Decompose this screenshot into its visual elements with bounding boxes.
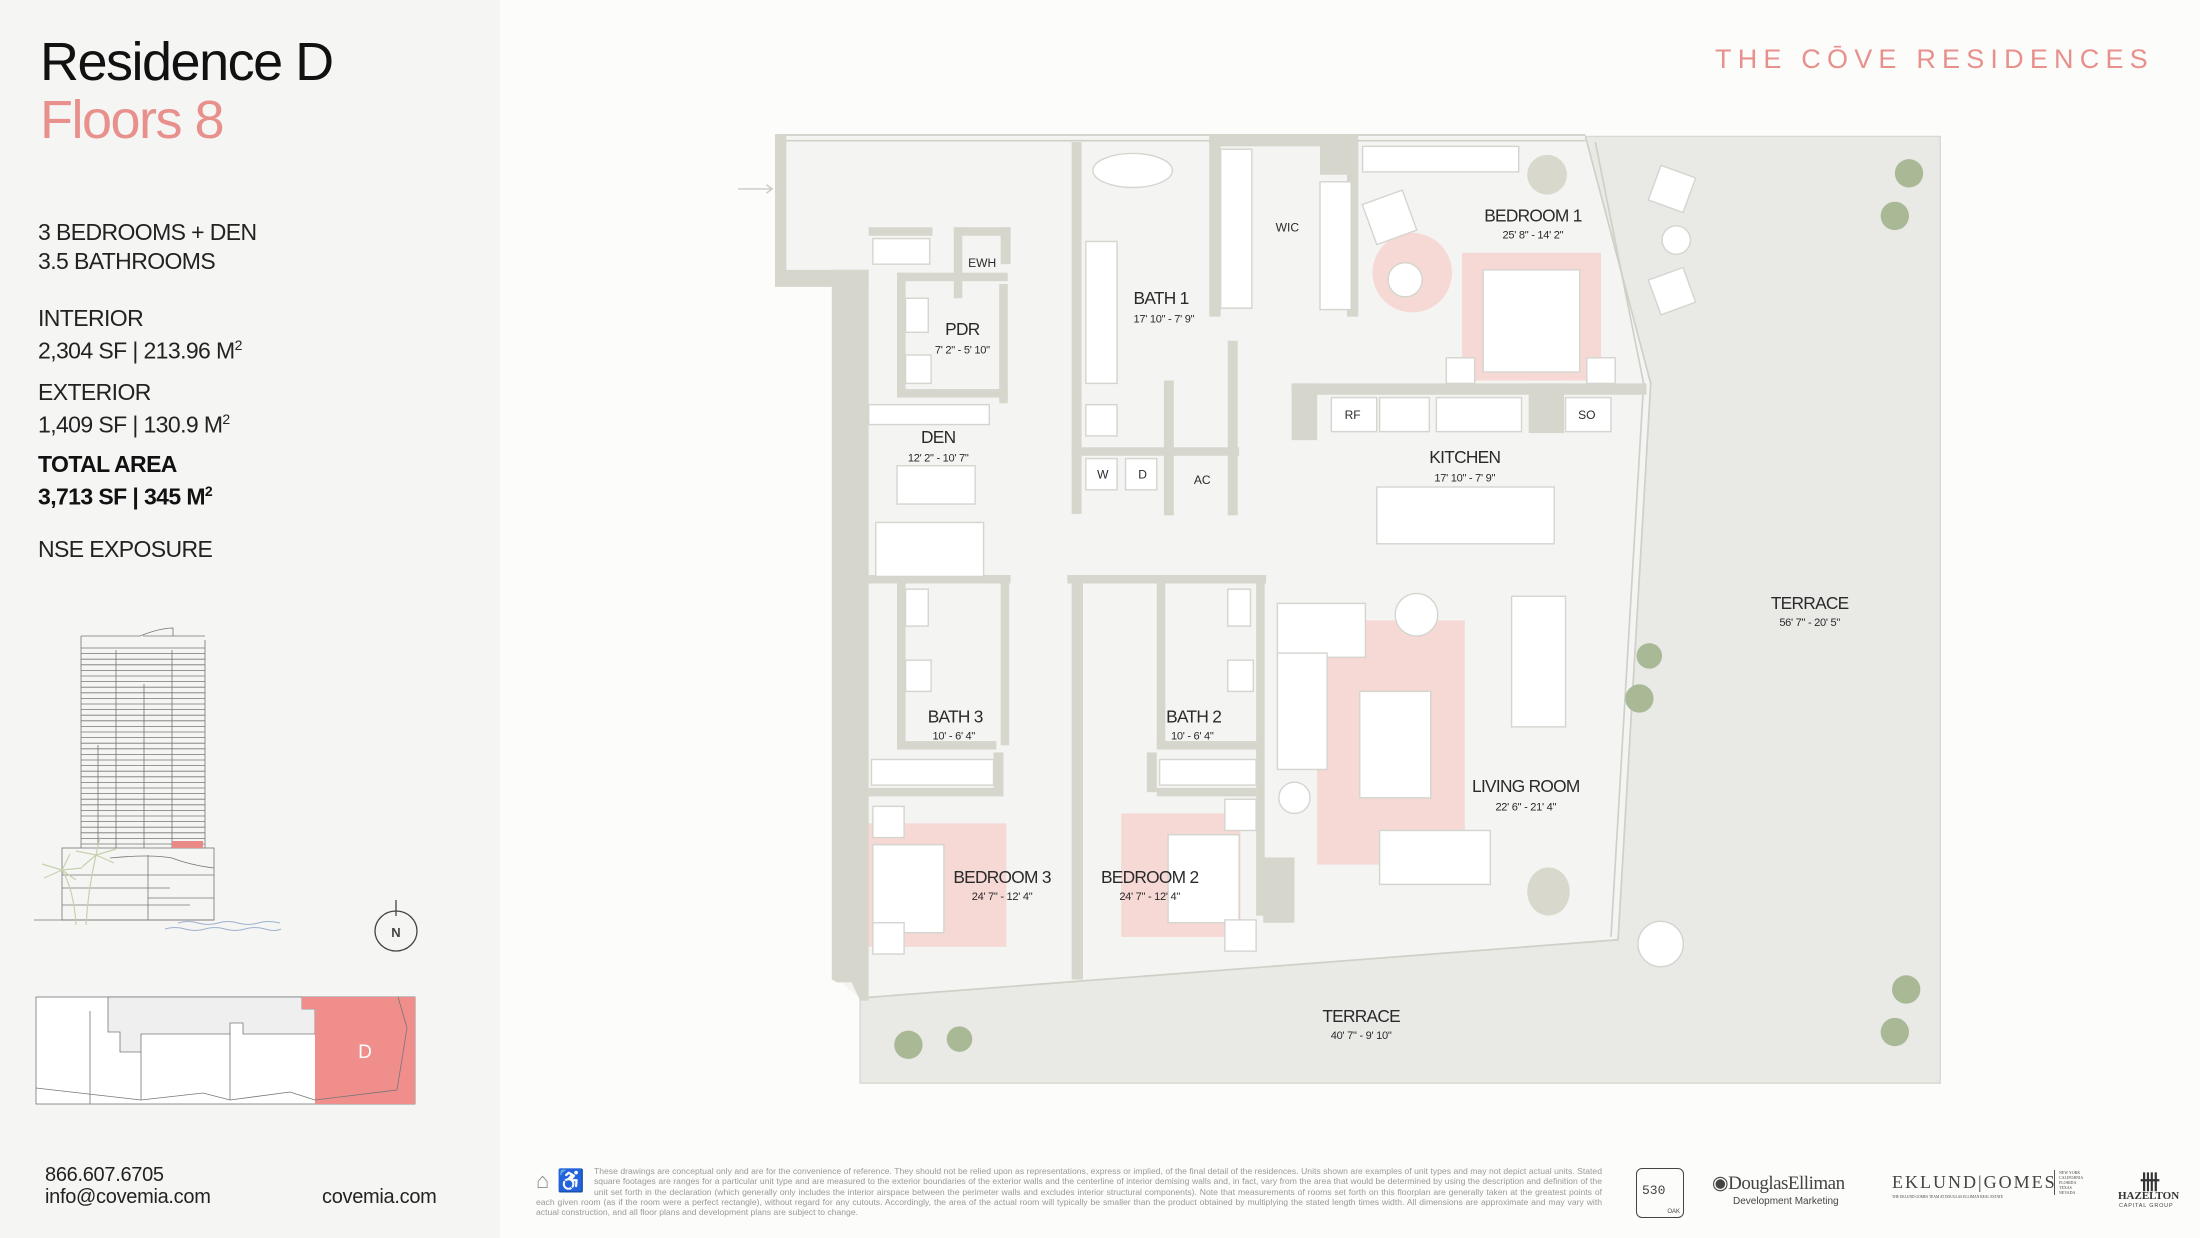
svg-text:BATH 2: BATH 2 [1166,707,1221,727]
svg-text:BATH 3: BATH 3 [928,707,983,727]
bathrooms-text: 3.5 BATHROOMS [38,248,216,274]
svg-text:40' 7" - 9' 10": 40' 7" - 9' 10" [1331,1030,1392,1042]
exposure-text: NSE EXPOSURE [38,536,213,562]
svg-text:DEN: DEN [921,427,956,447]
douglas-elliman-subtitle: Development Marketing [1733,1196,1839,1207]
accessibility-icon: ♿ [557,1167,585,1193]
equal-housing-icon: ⌂ [536,1167,550,1193]
room-kitchen: KITCHEN 17' 10" - 7' 9" [1429,447,1501,484]
phone-number[interactable]: 866.607.6705 [45,1164,164,1186]
hazelton-mark-icon: 卌 [2140,1172,2160,1194]
total-area-label: TOTAL AREA [38,451,177,477]
530-oak-logo: 530 OAK [1636,1168,1684,1218]
interior-label: INTERIOR [38,305,144,331]
website-link[interactable]: covemia.com [322,1186,437,1208]
room-den: DEN 12' 2" - 10' 7" [908,427,969,464]
room-wic: WIC [1276,221,1300,235]
exterior-label: EXTERIOR [38,379,151,405]
palm-trees-icon [41,836,117,926]
svg-text:N: N [391,925,400,940]
svg-text:TERRACE: TERRACE [1322,1006,1400,1026]
svg-text:17' 10" - 7' 9": 17' 10" - 7' 9" [1134,313,1195,325]
unit-d-highlight [302,997,415,1104]
eklund-gomes-states: NEW YORK CALIFORNIA FLORIDA TEXAS NEVADA [2054,1170,2089,1195]
email-link[interactable]: info@covemia.com [45,1186,211,1208]
room-bath-1: BATH 1 17' 10" - 7' 9" [1134,288,1195,325]
hazelton-subtitle: CAPITAL GROUP [2119,1203,2174,1209]
walls [774,135,1647,1001]
room-ewh: EWH [968,256,996,270]
unit-floor-highlight [172,841,203,848]
svg-text:24' 7" - 12' 4": 24' 7" - 12' 4" [972,891,1033,903]
north-compass-icon: N [374,900,418,952]
svg-text:BEDROOM 3: BEDROOM 3 [953,867,1051,887]
eklund-gomes-subtitle: THE EKLUND GOMES TEAM AT DOUGLAS ELLIMAN… [1892,1195,2004,1199]
building-elevation: N D [34,627,418,1105]
room-terrace-south: TERRACE 40' 7" - 9' 10" [1322,1006,1401,1042]
room-bedroom-2: BEDROOM 2 24' 7" - 12' 4" [1101,867,1199,903]
room-bedroom-1: BEDROOM 1 25' 8" - 14' 2" [1484,206,1582,242]
room-bath-3: BATH 3 10' - 6' 4" [928,707,984,743]
washer-label: W [1097,467,1109,481]
total-area-value: 3,713 SF | 345 M2 [38,483,213,510]
water-icon [164,921,282,931]
interior-value: 2,304 SF | 213.96 M2 [38,337,242,364]
room-pdr: PDR 7' 2" - 5' 10" [935,319,990,356]
svg-text:7' 2" - 5' 10": 7' 2" - 5' 10" [935,345,990,357]
residence-title: Residence D [40,32,334,92]
refrigerator-label: RF [1345,408,1361,422]
svg-text:10' - 6' 4": 10' - 6' 4" [933,731,976,743]
svg-text:17' 10" - 7' 9": 17' 10" - 7' 9" [1434,472,1495,484]
douglas-elliman-logo: ◉DouglasElliman [1712,1173,1845,1194]
keyplan: D [35,996,416,1105]
room-bath-2: BATH 2 10' - 6' 4" [1166,707,1222,743]
floors-subtitle: Floors 8 [40,90,225,150]
svg-text:24' 7" - 12' 4": 24' 7" - 12' 4" [1119,891,1180,903]
dryer-label: D [1138,467,1147,481]
svg-text:BEDROOM 1: BEDROOM 1 [1484,206,1582,226]
room-living-room: LIVING ROOM 22' 6" - 21' 4" [1472,776,1580,813]
svg-text:56' 7" - 20' 5": 56' 7" - 20' 5" [1779,617,1840,629]
svg-text:22' 6" - 21' 4": 22' 6" - 21' 4" [1495,802,1556,814]
svg-text:25' 8" - 14' 2": 25' 8" - 14' 2" [1503,230,1564,242]
svg-text:12' 2" - 10' 7": 12' 2" - 10' 7" [908,452,969,464]
room-terrace-east: TERRACE 56' 7" - 20' 5" [1771,593,1850,629]
svg-text:PDR: PDR [945,319,980,339]
plant-icon [894,159,1924,1059]
eklund-gomes-logo: EKLUND|GOMES [1892,1172,2057,1192]
svg-text:KITCHEN: KITCHEN [1429,447,1500,467]
furniture [867,145,1697,968]
svg-text:10' - 6' 4": 10' - 6' 4" [1171,731,1214,743]
legal-disclaimer: ⌂ ♿ These drawings are conceptual only a… [536,1166,1602,1218]
svg-text:BEDROOM 2: BEDROOM 2 [1101,867,1199,887]
hazelton-logo: HAZELTON [2118,1190,2180,1202]
bedrooms-text: 3 BEDROOMS + DEN [38,219,257,245]
brand-logo-text: THE CŌVE RESIDENCES [1715,44,2154,74]
svg-text:TERRACE: TERRACE [1771,593,1849,613]
svg-text:D: D [358,1042,372,1063]
svg-text:BATH 1: BATH 1 [1134,288,1189,308]
exterior-value: 1,409 SF | 130.9 M2 [38,411,230,438]
svg-text:LIVING ROOM: LIVING ROOM [1472,776,1580,796]
room-bedroom-3: BEDROOM 3 24' 7" - 12' 4" [953,867,1051,903]
ac-closet-label: AC [1194,473,1211,487]
oven-label: SO [1578,408,1595,422]
